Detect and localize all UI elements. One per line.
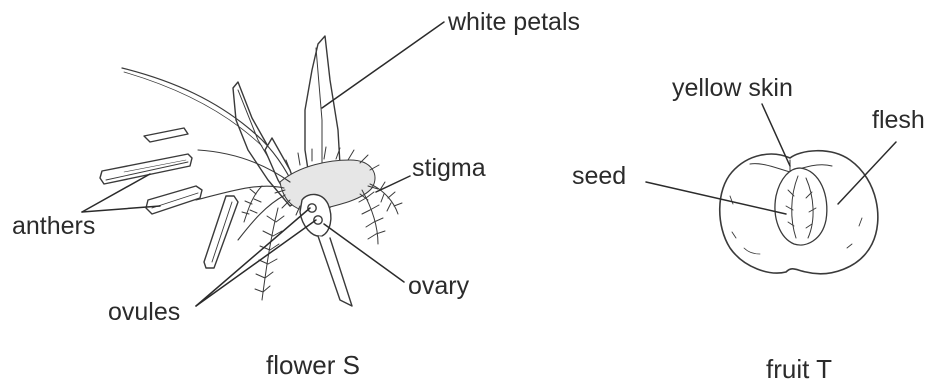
label-ovules: ovules bbox=[108, 300, 180, 325]
label-ovary: ovary bbox=[408, 274, 469, 299]
label-seed: seed bbox=[572, 164, 626, 189]
ovary bbox=[300, 194, 331, 236]
flower-stalk bbox=[318, 236, 352, 306]
label-yellow-skin: yellow skin bbox=[672, 76, 793, 101]
seed bbox=[775, 168, 827, 245]
anther-2 bbox=[144, 128, 188, 142]
caption-fruit-t: fruit T bbox=[766, 356, 832, 382]
anther-4 bbox=[204, 196, 238, 268]
anther-1 bbox=[100, 154, 192, 184]
label-white-petals: white petals bbox=[448, 10, 580, 35]
leader-white-petals bbox=[322, 22, 444, 108]
label-stigma: stigma bbox=[412, 156, 486, 181]
stigma-lobes-left bbox=[242, 186, 284, 300]
label-anthers: anthers bbox=[12, 214, 95, 239]
leader-stigma bbox=[376, 176, 410, 192]
flower-s-drawing bbox=[100, 36, 402, 306]
fruit-t-drawing bbox=[720, 151, 878, 274]
label-flesh: flesh bbox=[872, 108, 925, 133]
anther-3 bbox=[146, 186, 202, 214]
caption-flower-s: flower S bbox=[266, 352, 360, 378]
